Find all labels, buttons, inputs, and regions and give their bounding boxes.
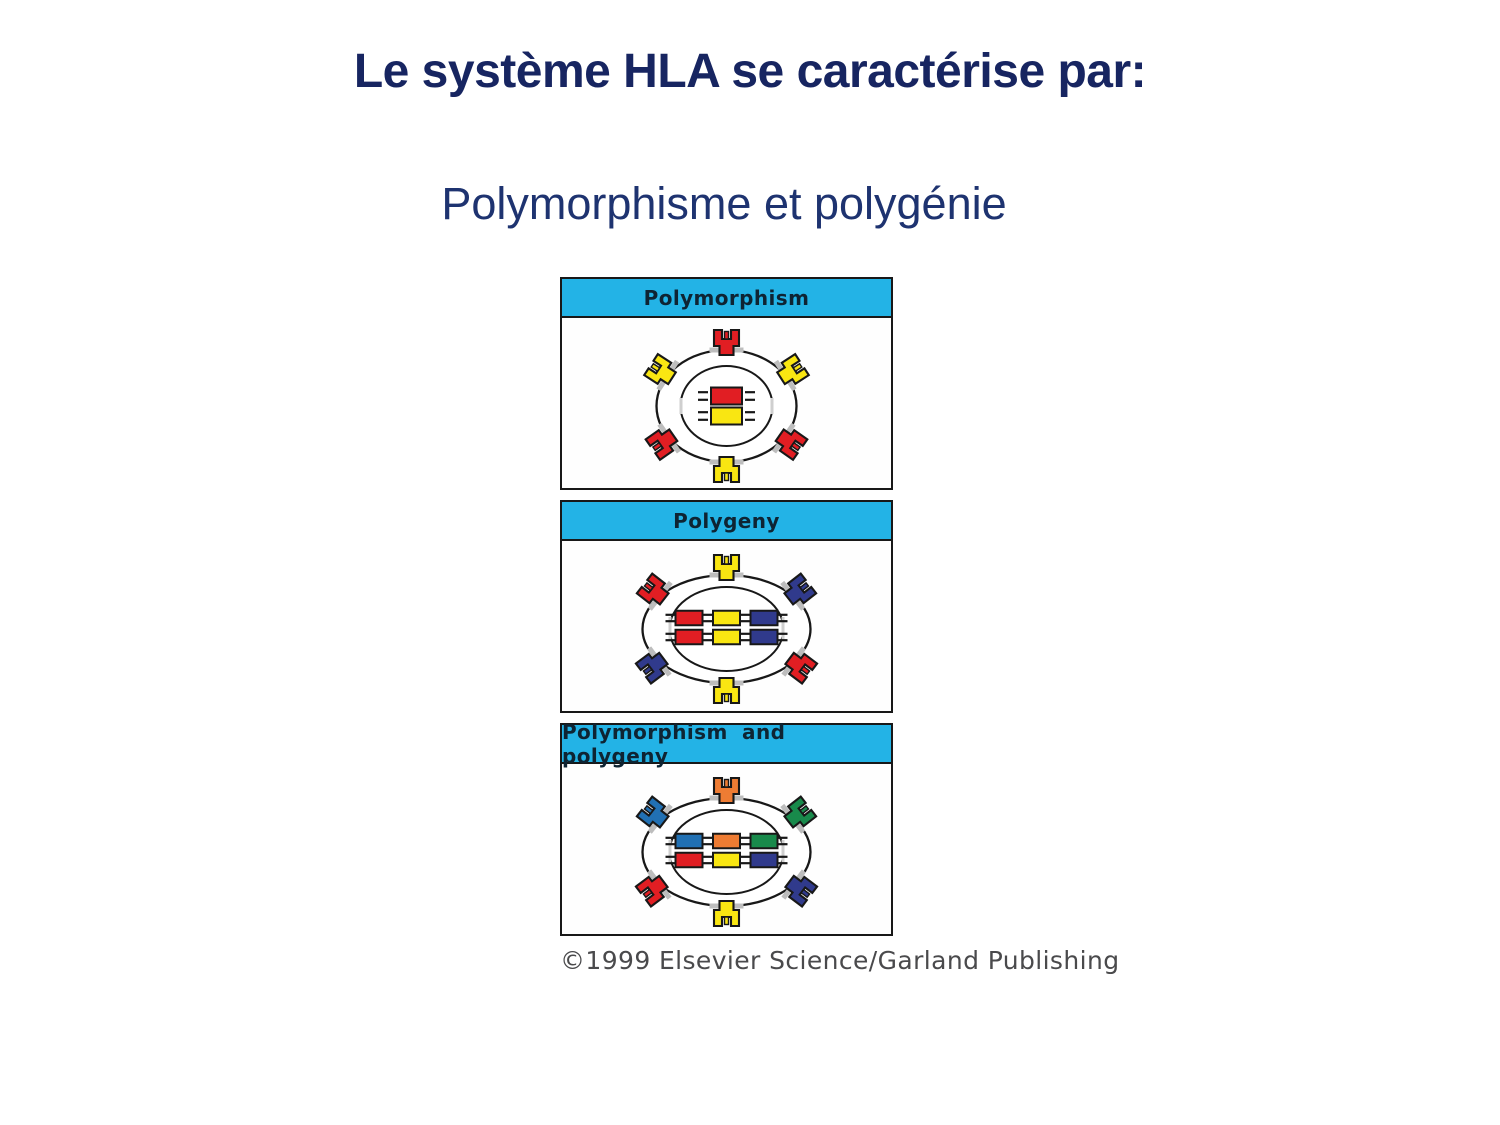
figure-panel-polygeny: Polygeny: [560, 500, 893, 713]
cell-diagram-polymorphism: [562, 318, 891, 488]
hla-figure: Polymorphism Polygeny Polymorphism and p…: [560, 277, 1180, 975]
figure-panel-polymorphism-and-polygeny: Polymorphism and polygeny: [560, 720, 893, 936]
cell-diagram-polygeny: [562, 541, 891, 711]
panel-title: Polymorphism: [562, 279, 891, 318]
cell-diagram-polymorphism-and-polygeny: [562, 764, 891, 934]
panel-title: Polygeny: [562, 502, 891, 541]
figure-panel-polymorphism: Polymorphism: [560, 277, 893, 490]
figure-caption: ©1999 Elsevier Science/Garland Publishin…: [560, 946, 1120, 975]
slide-subtitle: Polymorphisme et polygénie: [441, 178, 1007, 229]
slide-title: Le système HLA se caractérise par:: [353, 45, 1147, 98]
panel-title: Polymorphism and polygeny: [562, 720, 891, 768]
